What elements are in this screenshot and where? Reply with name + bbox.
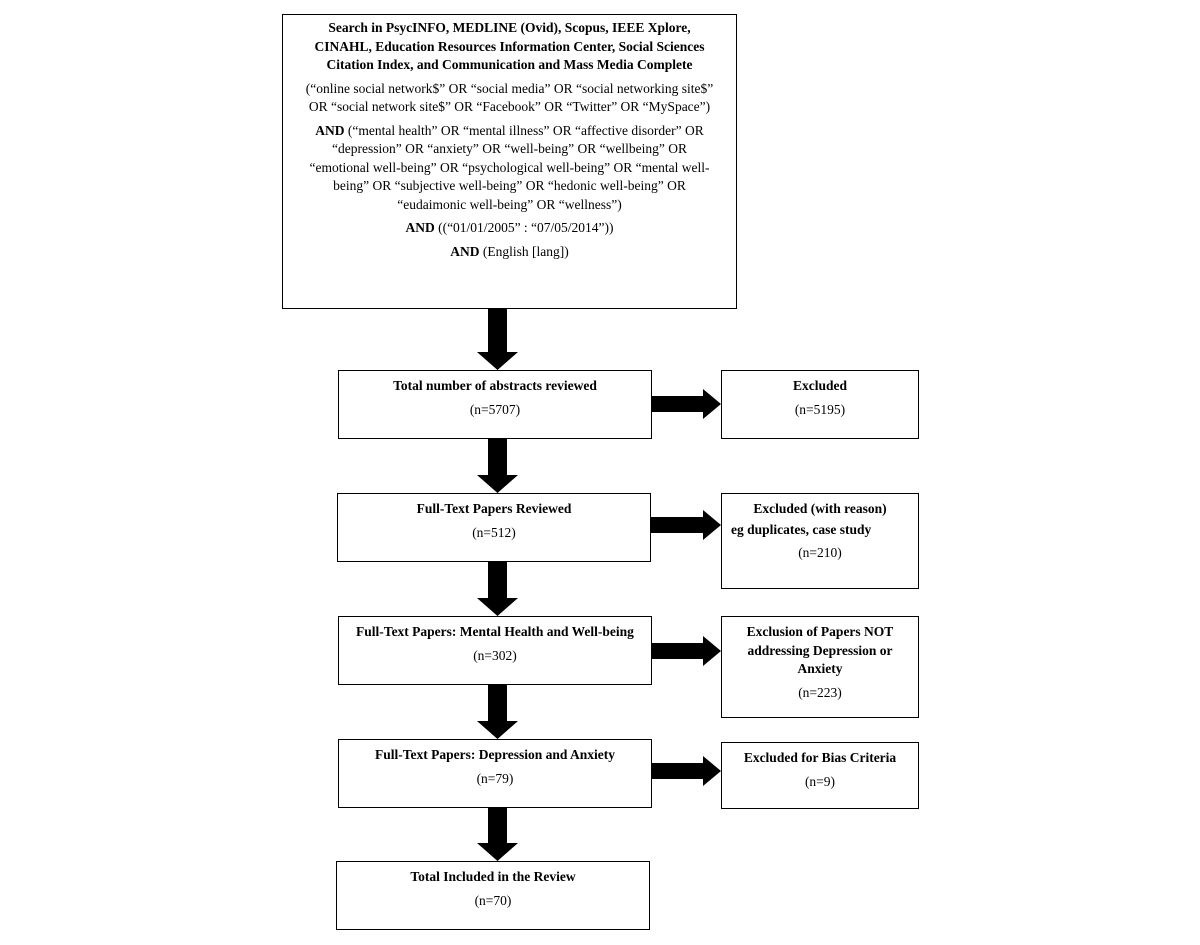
mental-health-papers-count: (n=302)	[473, 647, 517, 663]
arrow-mh-to-excluded	[652, 636, 721, 666]
search-terms-line-2: OR “social network site$” OR “Facebook” …	[308, 99, 711, 114]
mental-health-terms-line-2: “depression” OR “anxiety” OR “well-being…	[331, 141, 687, 156]
abstracts-count: (n=5707)	[469, 401, 521, 417]
mental-health-terms-line-5: “eudaimonic well-being” OR “wellness”)	[397, 196, 622, 212]
mental-health-terms-line-1: AND (“mental health” OR “mental illness”…	[315, 122, 704, 138]
excluded-abstracts-title: Excluded	[792, 378, 847, 393]
date-range-line: AND ((“01/01/2005” : “07/05/2014”))	[405, 220, 614, 235]
arrow-abstracts-to-excluded	[652, 389, 721, 419]
mental-health-papers-box: Full-Text Papers: Mental Health and Well…	[338, 616, 652, 685]
excluded-not-depression-title-line-3: Anxiety	[797, 661, 843, 676]
excluded-abstracts-box: Excluded (n=5195)	[721, 370, 919, 439]
abstracts-title: Total number of abstracts reviewed	[393, 378, 597, 393]
excluded-not-depression-box: Exclusion of Papers NOT addressing Depre…	[721, 616, 919, 718]
fulltext-count: (n=512)	[472, 524, 516, 540]
excluded-with-reason-box: Excluded (with reason) eg duplicates, ca…	[721, 493, 919, 589]
exclusion-reason: eg duplicates, case study	[731, 521, 872, 537]
excluded-with-reason-title: Excluded (with reason)	[753, 501, 887, 516]
fulltext-title: Full-Text Papers Reviewed	[416, 501, 572, 516]
excluded-not-depression-count: (n=223)	[798, 684, 842, 700]
arrow-depanx-to-bias	[652, 756, 721, 786]
and-operator: AND	[315, 122, 345, 138]
excluded-not-depression-title-line-2: addressing Depression or	[747, 642, 893, 658]
excluded-bias-count: (n=9)	[804, 773, 836, 789]
search-title-line-2: CINAHL, Education Resources Information …	[314, 38, 705, 54]
excluded-bias-title: Excluded for Bias Criteria	[743, 750, 897, 765]
arrow-search-to-abstracts	[477, 309, 518, 370]
fulltext-reviewed-box: Full-Text Papers Reviewed (n=512)	[337, 493, 651, 562]
search-title-line-3: Citation Index, and Communication and Ma…	[326, 57, 693, 72]
total-included-title: Total Included in the Review	[410, 869, 576, 884]
and-operator: AND	[405, 220, 435, 235]
arrow-mh-to-depanx	[477, 685, 518, 739]
mental-health-terms-line-4: being” OR “subjective well-being” OR “he…	[333, 178, 686, 193]
mental-health-papers-title: Full-Text Papers: Mental Health and Well…	[356, 624, 634, 639]
total-included-count: (n=70)	[474, 892, 512, 908]
depression-anxiety-count: (n=79)	[476, 770, 514, 786]
arrow-fulltext-to-excluded	[651, 510, 721, 540]
excluded-not-depression-title-line-1: Exclusion of Papers NOT	[746, 624, 894, 639]
arrow-depanx-to-total	[477, 808, 518, 861]
abstracts-reviewed-box: Total number of abstracts reviewed (n=57…	[338, 370, 652, 439]
and-operator: AND	[450, 243, 480, 259]
excluded-bias-box: Excluded for Bias Criteria (n=9)	[721, 742, 919, 809]
excluded-abstracts-count: (n=5195)	[794, 401, 846, 417]
language-line: AND (English [lang])	[450, 243, 569, 259]
search-strategy-box: Search in PsycINFO, MEDLINE (Ovid), Scop…	[282, 14, 737, 309]
mental-health-terms-line-3: “emotional well-being” OR “psychological…	[309, 159, 710, 175]
arrow-fulltext-to-mh	[477, 562, 518, 616]
arrow-abstracts-to-fulltext	[477, 439, 518, 493]
search-terms-line-1: (“online social network$” OR “social med…	[305, 80, 714, 96]
total-included-box: Total Included in the Review (n=70)	[336, 861, 650, 930]
excluded-with-reason-count: (n=210)	[798, 545, 842, 560]
depression-anxiety-papers-box: Full-Text Papers: Depression and Anxiety…	[338, 739, 652, 808]
depression-anxiety-title: Full-Text Papers: Depression and Anxiety	[374, 747, 615, 762]
search-title-line-1: Search in PsycINFO, MEDLINE (Ovid), Scop…	[328, 20, 691, 35]
